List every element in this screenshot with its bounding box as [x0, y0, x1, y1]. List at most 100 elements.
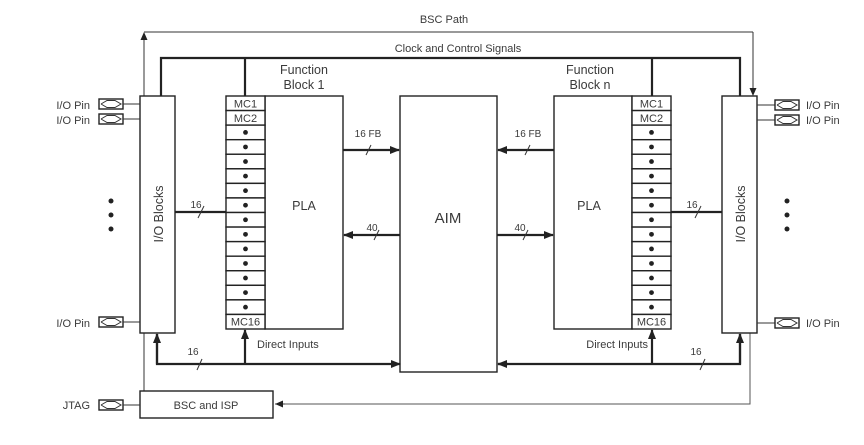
macrocell-ellipsis-dot	[243, 261, 248, 266]
io-pin-left-1: I/O Pin	[56, 98, 140, 112]
right-io-pins: I/O Pin I/O Pin I/O Pin	[757, 99, 840, 330]
function-block-1-title-line1: Function	[280, 63, 328, 77]
io-pin-label: I/O Pin	[806, 100, 840, 112]
macrocell-ellipsis-dot	[243, 304, 248, 310]
aim-to-fb1-label: 40	[366, 223, 378, 234]
bus-slash	[699, 358, 706, 371]
macrocell-label: MC2	[234, 113, 257, 125]
macrocell-label: MC1	[640, 98, 663, 110]
io-pin-right-2: I/O Pin	[757, 114, 840, 127]
macrocell-ellipsis-dot	[243, 188, 248, 194]
macrocell-ellipsis-dot	[649, 144, 654, 150]
ellipsis-right	[784, 198, 790, 232]
ellipsis-left	[108, 198, 114, 232]
macrocell-ellipsis-dot	[243, 144, 248, 150]
macrocell-ellipsis-dot	[649, 188, 654, 194]
fb1-feedback-label: 16 FB	[355, 129, 382, 140]
pin-connector-icon	[774, 317, 800, 329]
macrocell-ellipsis-dot	[649, 275, 654, 281]
bus-slash	[694, 205, 702, 219]
direct-inputs-bus: Direct Inputs 16 Direct Inputs 16	[153, 329, 744, 371]
io-pin-right-3: I/O Pin	[757, 317, 840, 330]
fbn-feedback-label: 16 FB	[515, 129, 542, 140]
function-block-n-title-line1: Function	[566, 63, 614, 77]
fb-aim-connections: 16 FB 16 FB 40 40	[343, 129, 554, 241]
left-io-pins: I/O Pin I/O Pin I/O Pin	[56, 98, 140, 330]
io-pin-label: I/O Pin	[806, 115, 840, 127]
io-blocks-right: I/O Blocks	[721, 95, 758, 334]
macrocell-ellipsis-dot	[649, 290, 654, 295]
aim-to-fbn-label: 40	[514, 223, 526, 234]
left-io-bus-label: 16	[190, 200, 202, 211]
bus-slash	[196, 358, 203, 371]
macrocell-label: MC16	[231, 317, 260, 329]
io-pin-label: I/O Pin	[806, 318, 840, 330]
bus-slash	[365, 144, 372, 156]
pla-1-label: PLA	[292, 199, 316, 213]
macrocell-ellipsis-dot	[243, 246, 248, 252]
io-pin-left-3: I/O Pin	[56, 316, 140, 330]
macrocell-ellipsis-dot	[649, 202, 654, 208]
io-pin-label: I/O Pin	[56, 115, 90, 127]
bus-slash	[524, 144, 531, 156]
macrocell-ellipsis-dot	[649, 173, 654, 179]
direct-inputs-label-n: Direct Inputs	[586, 339, 648, 351]
pin-connector-icon	[774, 99, 800, 111]
bus-slash	[197, 205, 205, 219]
io-blocks-right-box	[721, 95, 758, 334]
macrocell-ellipsis-dot	[243, 231, 248, 237]
io-mc-connections: 16 16	[175, 200, 722, 219]
macrocell-ellipsis-dot	[649, 217, 654, 223]
macrocell-ellipsis-dot	[649, 246, 654, 252]
macrocell-ellipsis-dot	[243, 159, 248, 164]
macrocell-ellipsis-dot	[243, 173, 248, 179]
macrocell-ellipsis-dot	[649, 304, 654, 310]
clock-control-bus: Clock and Control Signals	[159, 43, 742, 96]
macrocell-ellipsis-dot	[243, 217, 248, 223]
left-direct-bus-width: 16	[187, 347, 199, 358]
clock-control-line	[159, 56, 742, 96]
io-pin-label: I/O Pin	[56, 318, 90, 330]
io-blocks-left-label: I/O Blocks	[152, 186, 166, 243]
bsc-isp-section: BSC and ISP JTAG	[63, 390, 274, 419]
macrocell-ellipsis-dot	[649, 261, 654, 266]
right-direct-bus-width: 16	[690, 347, 702, 358]
bsc-return-line	[275, 333, 751, 405]
io-pin-right-1: I/O Pin	[757, 99, 840, 112]
macrocell-label: MC2	[640, 113, 663, 125]
aim-box	[399, 95, 498, 373]
macrocell-ellipsis-dot	[243, 290, 248, 295]
function-block-1-title-line2: Block 1	[284, 78, 325, 92]
bus-slash	[373, 229, 380, 241]
bsc-path-label: BSC Path	[420, 14, 468, 26]
function-block-n-title-line2: Block n	[570, 78, 611, 92]
pin-connector-icon	[774, 114, 800, 126]
macrocell-ellipsis-dot	[243, 130, 248, 135]
aim-block: AIM	[399, 95, 498, 373]
macrocell-ellipsis-dot	[243, 202, 248, 208]
macrocell-ellipsis-dot	[649, 130, 654, 135]
macrocell-label: MC16	[637, 317, 666, 329]
direct-inputs-label-1: Direct Inputs	[257, 339, 319, 351]
right-io-bus-label: 16	[686, 200, 698, 211]
macrocell-ellipsis-dot	[243, 275, 248, 281]
io-pin-label: I/O Pin	[56, 100, 90, 112]
io-blocks-left: I/O Blocks	[139, 95, 176, 334]
macrocell-ellipsis-dot	[649, 159, 654, 164]
pla-n-box	[553, 95, 633, 330]
io-blocks-right-label: I/O Blocks	[734, 186, 748, 243]
macrocell-label: MC1	[234, 98, 257, 110]
bsc-isp-label: BSC and ISP	[174, 400, 239, 412]
jtag-label: JTAG	[63, 400, 90, 412]
pla-n-label: PLA	[577, 199, 601, 213]
bus-slash	[522, 229, 529, 241]
aim-label: AIM	[435, 210, 462, 227]
clock-control-label: Clock and Control Signals	[395, 43, 522, 55]
macrocell-ellipsis-dot	[649, 231, 654, 237]
io-pin-left-2: I/O Pin	[56, 113, 140, 127]
